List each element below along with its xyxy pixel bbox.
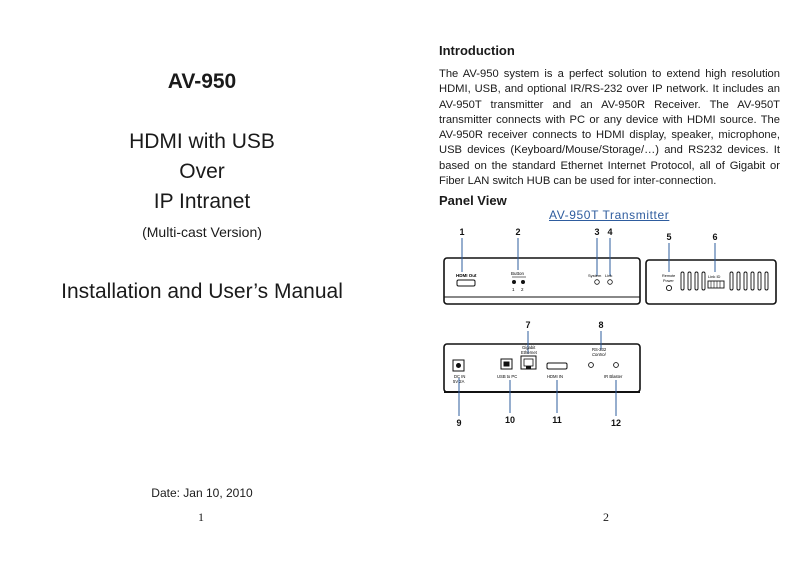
remote-power-jack-icon (665, 284, 673, 292)
rs232-label: RS-232 (592, 347, 607, 352)
title-line-2: Over (179, 160, 225, 183)
title-line-3: IP Intranet (153, 190, 251, 213)
usb-to-pc-label: USB to PC (497, 374, 517, 379)
usb-b-port-icon (500, 358, 513, 370)
button-2-icon (521, 280, 525, 284)
power-label: Power (663, 279, 674, 283)
callout-12: 12 (611, 418, 621, 428)
side-panel: Remote Power Link ID (645, 243, 777, 305)
callout-10: 10 (505, 415, 515, 425)
hdmi-in-port-icon (546, 362, 568, 370)
callout-2: 2 (515, 227, 520, 237)
hdmi-in-label: HDMI IN (547, 374, 563, 379)
button-num-1: 1 (512, 287, 515, 292)
page-number-right: 2 (603, 510, 609, 524)
button-label: Button (511, 271, 525, 276)
page-number-left: 1 (198, 510, 204, 524)
ir-blaster-label: IR Blaster (604, 374, 623, 379)
callout-8: 8 (598, 320, 603, 330)
link-label: Link (605, 273, 612, 278)
intro-heading: Introduction (439, 43, 515, 58)
system-label: System (588, 273, 602, 278)
rs232-control-label: Control (592, 352, 607, 357)
callout-11: 11 (552, 415, 562, 425)
dc-in-rating-label: 5V 2A (453, 379, 465, 384)
dc-in-jack-icon (452, 359, 465, 372)
transmitter-title: AV-950T Transmitter (549, 208, 670, 222)
callout-9: 9 (456, 418, 461, 428)
title-line-1: HDMI with USB (129, 130, 275, 153)
gigabit-label: Gigabit (522, 345, 536, 350)
callout-7: 7 (525, 320, 530, 330)
subtitle: (Multi-cast Version) (142, 224, 262, 240)
hdmi-out-label: HDMI Out (456, 273, 477, 278)
document-date: Date: Jan 10, 2010 (151, 486, 253, 500)
link-id-switch-icon (707, 280, 725, 289)
panel-view-heading: Panel View (439, 193, 507, 208)
front-panel: HDMI Out Button 1 2 System Link (443, 238, 641, 305)
right-page: Introduction The AV-950 system is a perf… (404, 0, 808, 562)
system-led-icon (594, 279, 600, 285)
product-model: AV-950 (167, 70, 237, 93)
button-1-icon (512, 280, 516, 284)
manual-title: Installation and User’s Manual (61, 280, 343, 303)
remote-label: Remote (662, 274, 675, 278)
hdmi-out-port-icon (456, 279, 476, 287)
link-id-label: Link ID (708, 274, 721, 279)
panel-diagram: 1 2 3 4 5 6 7 8 9 10 11 12 HDMI Out (443, 227, 777, 428)
button-num-2: 2 (521, 287, 524, 292)
callout-5: 5 (666, 232, 671, 242)
callout-4: 4 (607, 227, 612, 237)
callout-3: 3 (594, 227, 599, 237)
callout-1: 1 (459, 227, 464, 237)
rs232-jack-icon (588, 362, 594, 368)
link-led-icon (607, 279, 613, 285)
dc-in-label: DC IN (454, 374, 465, 379)
left-page: AV-950 HDMI with USB Over IP Intranet (M… (61, 70, 343, 524)
ir-blaster-jack-icon (613, 362, 619, 368)
callout-6: 6 (712, 232, 717, 242)
intro-paragraph: The AV-950 system is a perfect solution … (439, 68, 780, 188)
rear-panel: DC IN 5V 2A USB to PC Gigabit Ethernet H… (443, 331, 641, 416)
ethernet-label: Ethernet (521, 350, 538, 355)
